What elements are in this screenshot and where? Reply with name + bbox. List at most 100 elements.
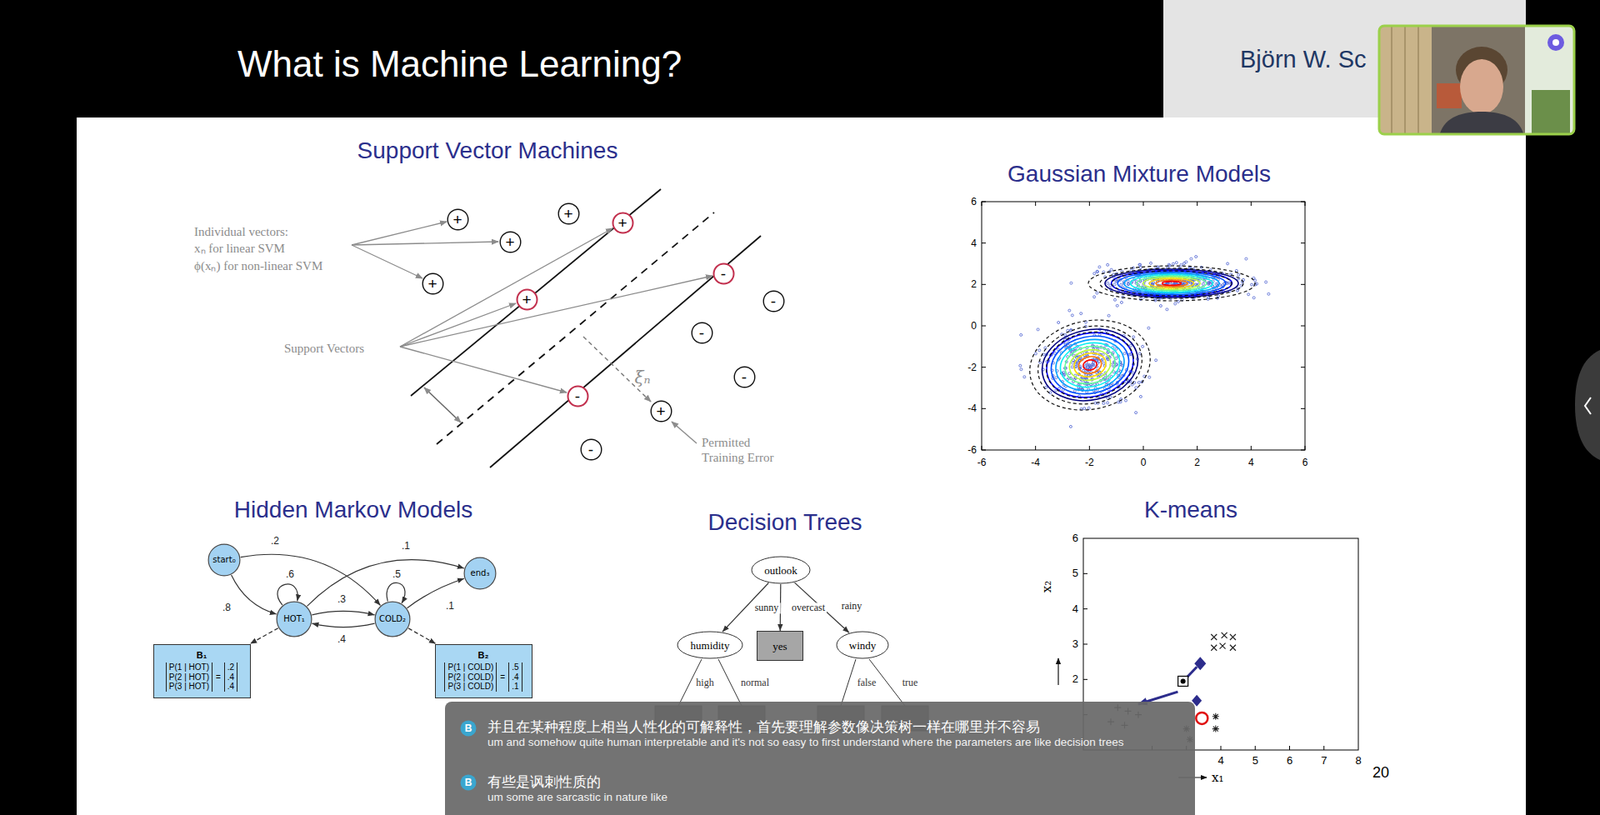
axis-tick-label: 4	[1248, 456, 1255, 469]
axis-arrow	[1057, 658, 1059, 685]
edge-label: .5	[390, 569, 403, 580]
leaf-node: yes	[756, 630, 804, 661]
cross-marker	[1210, 634, 1217, 640]
axis-tick	[1250, 445, 1252, 450]
gaussian-outline	[1111, 270, 1232, 296]
edge-label: .2	[269, 535, 281, 547]
axis-tick-label: 6	[1302, 456, 1309, 469]
tree-branch	[718, 659, 742, 706]
axis-tick-label: -2	[1085, 456, 1095, 469]
webcam-window	[1525, 26, 1574, 134]
axis-tick	[1083, 573, 1088, 575]
axis-tick	[1300, 450, 1305, 451]
data-point	[1070, 365, 1074, 369]
axis-tick-label: 4	[970, 236, 977, 249]
node-text: P(2 | COLD)	[447, 672, 494, 683]
density-contour	[1143, 277, 1201, 290]
plot-frame	[981, 201, 1305, 450]
data-point	[1139, 266, 1142, 270]
gaussian-outline	[1021, 309, 1160, 421]
data-point	[1102, 361, 1105, 365]
emission-arrow	[408, 628, 436, 645]
support-vector-circle: -	[712, 262, 735, 285]
annotation: ϕ(xₙ) for non-linear SVM	[194, 258, 323, 274]
axis-tick	[1220, 745, 1222, 750]
data-point	[1115, 347, 1118, 350]
leader-arrow	[351, 241, 499, 245]
matrix-row: P(1 | HOT)P(2 | HOT)P(3 | HOT)=.2.4.4	[165, 662, 238, 692]
density-contour	[1105, 269, 1239, 298]
data-point	[1245, 257, 1248, 260]
data-point	[1093, 295, 1096, 299]
data-point	[1089, 365, 1092, 369]
axis-tick	[1196, 201, 1198, 206]
axis-tick-label: 6	[970, 195, 977, 208]
data-point	[1175, 261, 1178, 265]
data-point	[1150, 261, 1153, 265]
data-point	[1120, 283, 1123, 286]
data-point	[1159, 305, 1162, 308]
vector-circle: +	[650, 400, 673, 423]
axis-tick	[981, 284, 986, 285]
edge-label: .4	[335, 634, 348, 645]
node-text: -	[575, 388, 580, 405]
density-contour	[1045, 329, 1135, 401]
cross-marker	[1221, 632, 1228, 639]
node-text: yes	[772, 640, 787, 652]
data-point	[1226, 262, 1230, 265]
centroid-square	[1178, 675, 1189, 686]
data-point	[1132, 335, 1135, 339]
data-point	[1094, 401, 1097, 405]
axis-tick	[1196, 445, 1198, 450]
node-text: .5	[511, 662, 519, 673]
axis-tick	[1083, 644, 1088, 645]
data-point	[1139, 263, 1142, 266]
node-text: +	[521, 291, 531, 308]
data-point	[1135, 386, 1138, 390]
state-circle: COLD₂	[374, 600, 411, 638]
node-text: .4	[227, 672, 235, 683]
node-shape	[516, 289, 537, 310]
data-point	[1155, 359, 1158, 362]
data-point	[1106, 263, 1110, 266]
data-point	[1195, 255, 1198, 259]
data-point	[1106, 281, 1110, 285]
data-point	[1206, 298, 1210, 301]
axis-tick-label: 5	[1252, 754, 1259, 768]
speaker-badge: B	[460, 720, 477, 737]
data-point	[1080, 312, 1083, 315]
axis-tick-label: 8	[1355, 754, 1361, 768]
node-text: humidity	[690, 640, 730, 651]
state-circle: HOT₁	[275, 600, 313, 638]
density-contour	[1149, 278, 1194, 288]
density-contour	[1040, 325, 1140, 405]
data-point	[1107, 314, 1110, 317]
tree-branch	[840, 659, 856, 706]
node-text: end₃	[470, 569, 490, 578]
webcam-curtain	[1380, 26, 1432, 134]
edge-label: .8	[220, 602, 233, 614]
axis-tick	[1089, 445, 1090, 450]
axis-tick	[1323, 745, 1325, 750]
data-point	[1070, 314, 1074, 317]
axis-tick	[981, 325, 986, 327]
branch-label: high	[695, 676, 714, 689]
axis-tick	[1300, 408, 1305, 410]
margin-line	[410, 189, 661, 396]
data-point	[1115, 304, 1119, 307]
centroid-marker	[1194, 656, 1206, 670]
subtitle-english: um some are sarcastic in nature like	[487, 790, 668, 805]
axis-label: x₂	[1039, 580, 1055, 593]
vector-circle: +	[446, 208, 470, 231]
data-point	[1139, 395, 1142, 398]
presenter-name: Björn W. Sc	[1240, 45, 1367, 75]
node-shape	[464, 557, 496, 590]
axis-tick	[1305, 201, 1306, 206]
data-point	[1174, 281, 1177, 285]
node-text: COLD₂	[379, 615, 406, 624]
support-vector-circle: -	[566, 385, 590, 408]
node-text: +	[655, 403, 665, 420]
node-text: B₁	[196, 650, 208, 661]
density-contour	[1066, 345, 1114, 385]
slide-body	[76, 117, 1526, 815]
